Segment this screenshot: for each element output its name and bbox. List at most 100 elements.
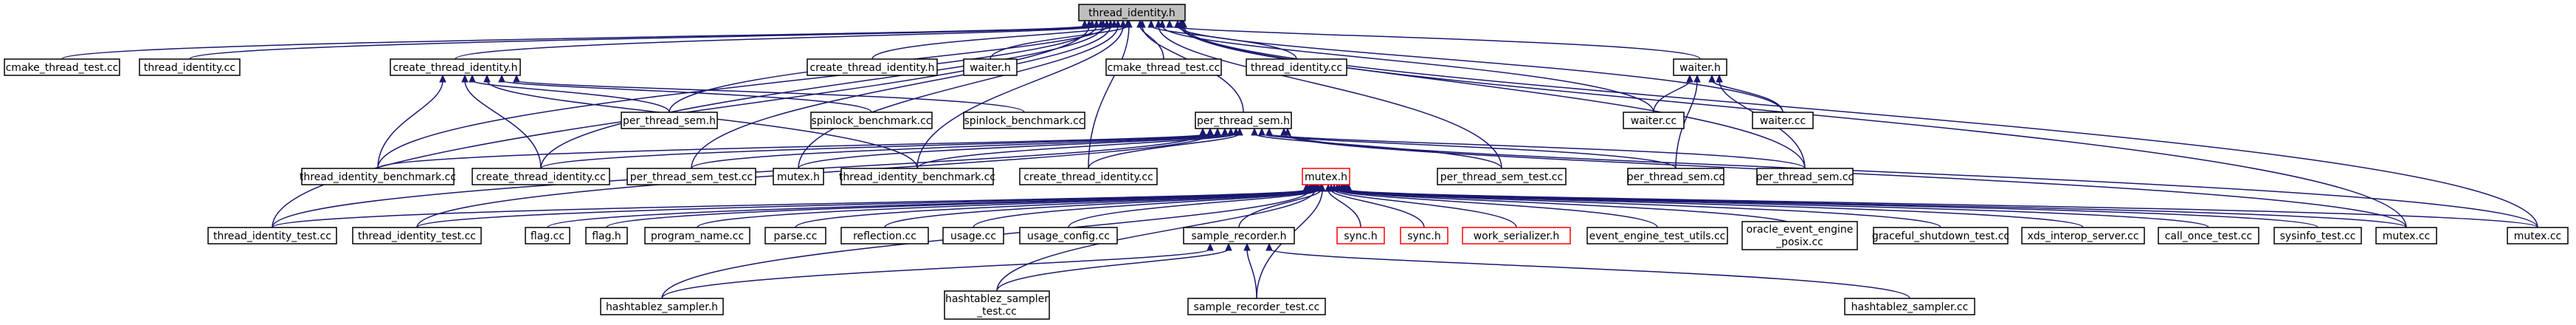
- node-hashtablez-sampler-cc[interactable]: hashtablez_sampler.cc: [1844, 298, 1975, 315]
- node-cmake-thread-test-cc-1[interactable]: cmake_thread_test.cc: [4, 58, 120, 76]
- svg-text:cmake_thread_test.cc: cmake_thread_test.cc: [6, 62, 119, 74]
- svg-text:flag.cc: flag.cc: [531, 230, 564, 242]
- svg-text:program_name.cc: program_name.cc: [651, 230, 744, 242]
- node-hashtablez-sampler-test-cc[interactable]: hashtablez_sampler _test.cc: [944, 290, 1050, 320]
- node-oracle-event-engine-posix-cc[interactable]: oracle_event_engine _posix.cc: [1741, 221, 1858, 250]
- svg-text:create_thread_identity.cc: create_thread_identity.cc: [476, 171, 606, 183]
- node-per-thread-sem-cc-1[interactable]: per_thread_sem.cc: [1627, 168, 1725, 185]
- dependency-edge: [661, 248, 1211, 299]
- dependency-edge: [1330, 189, 1425, 228]
- node-flag-cc[interactable]: flag.cc: [525, 227, 570, 244]
- arrowhead: [1093, 19, 1100, 28]
- node-sync-h-2[interactable]: sync.h: [1400, 227, 1448, 244]
- node-mutex-cc-2[interactable]: mutex.cc: [2507, 227, 2569, 244]
- arrowhead: [513, 74, 520, 83]
- node-create-thread-identity-h-1[interactable]: create_thread_identity.h: [390, 58, 521, 76]
- node-usage-config-cc[interactable]: usage_config.cc: [1019, 227, 1118, 244]
- dependency-edge: [1169, 25, 1701, 60]
- node-mutex-h-2[interactable]: mutex.h: [1302, 168, 1350, 185]
- dependency-edge: [1088, 133, 1240, 169]
- arrowhead: [1166, 19, 1173, 28]
- node-mutex-h-1[interactable]: mutex.h: [773, 168, 824, 185]
- arrowhead: [1225, 242, 1232, 251]
- dependency-edge: [1339, 189, 1800, 228]
- node-sync-h-1[interactable]: sync.h: [1336, 227, 1385, 244]
- node-per-thread-sem-h-2[interactable]: per_thread_sem.h: [1195, 112, 1292, 129]
- node-sysinfo-test-cc[interactable]: sysinfo_test.cc: [2273, 227, 2362, 244]
- arrowhead: [1206, 242, 1214, 251]
- svg-text:per_thread_sem.cc: per_thread_sem.cc: [1756, 171, 1854, 183]
- dependency-edge: [916, 25, 1124, 169]
- node-sample-recorder-test-cc[interactable]: sample_recorder_test.cc: [1187, 298, 1326, 315]
- dependency-edge: [884, 189, 1316, 228]
- arrowhead: [1284, 127, 1291, 136]
- node-parse-cc[interactable]: parse.cc: [764, 227, 826, 244]
- node-per-thread-sem-test-cc-1[interactable]: per_thread_sem_test.cc: [626, 168, 756, 185]
- node-thread-identity-benchmark-cc-1[interactable]: thread_identity_benchmark.cc: [300, 168, 456, 185]
- dependency-edge: [1139, 25, 1164, 60]
- node-graceful-shutdown-test-cc[interactable]: graceful_shutdown_test.cc: [1872, 227, 2009, 244]
- node-call-once-test-cc[interactable]: call_once_test.cc: [2158, 227, 2259, 244]
- node-reflection-cc[interactable]: reflection.cc: [840, 227, 929, 244]
- node-work-serializer-h[interactable]: work_serializer.h: [1462, 227, 1571, 244]
- node-flag-h[interactable]: flag.h: [585, 227, 628, 244]
- dependency-edge: [1711, 80, 1783, 113]
- arrowhead: [1686, 74, 1693, 83]
- arrowhead: [1319, 183, 1326, 192]
- node-thread-identity-h[interactable]: thread_identity.h: [1078, 4, 1186, 21]
- arrowhead: [1155, 19, 1162, 28]
- dependency-edge: [1347, 189, 2407, 228]
- node-waiter-h-2[interactable]: waiter.h: [1673, 58, 1727, 76]
- node-thread-identity-cc-2[interactable]: thread_identity.cc: [1246, 58, 1347, 76]
- node-usage-cc[interactable]: usage.cc: [942, 227, 1004, 244]
- arrowhead: [1345, 183, 1353, 192]
- dependency-edge: [61, 25, 1085, 60]
- dependency-edge: [1161, 25, 1654, 113]
- svg-text:per_thread_sem.h: per_thread_sem.h: [1197, 115, 1290, 127]
- node-hashtablez-sampler-h[interactable]: hashtablez_sampler.h: [600, 298, 724, 315]
- dependency-edge: [1348, 189, 2538, 228]
- dependency-edge: [1336, 189, 1658, 228]
- arrowhead: [1114, 19, 1122, 28]
- svg-text:sample_recorder.h: sample_recorder.h: [1191, 230, 1286, 242]
- node-per-thread-sem-cc-2[interactable]: per_thread_sem.cc: [1756, 168, 1854, 185]
- dependency-edge: [691, 133, 1226, 169]
- node-thread-identity-test-cc-2[interactable]: thread_identity_test.cc: [352, 227, 482, 244]
- node-per-thread-sem-test-cc-2[interactable]: per_thread_sem_test.cc: [1437, 168, 1567, 185]
- node-event-engine-test-utils-cc[interactable]: event_engine_test_utils.cc: [1586, 227, 1728, 244]
- svg-text:per_thread_sem.cc: per_thread_sem.cc: [1627, 171, 1725, 183]
- node-spinlock-benchmark-cc-2[interactable]: spinlock_benchmark.cc: [963, 112, 1085, 129]
- svg-text:sync.h: sync.h: [1344, 230, 1377, 242]
- node-thread-identity-benchmark-cc-2[interactable]: thread_identity_benchmark.cc: [839, 168, 995, 185]
- svg-text:mutex.cc: mutex.cc: [2383, 230, 2431, 242]
- svg-text:thread_identity_benchmark.cc: thread_identity_benchmark.cc: [300, 171, 456, 183]
- dependency-edge: [1177, 25, 1783, 113]
- dependency-edge: [1327, 189, 1361, 228]
- node-thread-identity-cc-1[interactable]: thread_identity.cc: [139, 58, 241, 76]
- arrowhead: [483, 74, 491, 83]
- svg-text:cmake_thread_test.cc: cmake_thread_test.cc: [1108, 62, 1220, 74]
- node-thread-identity-test-cc-1[interactable]: thread_identity_test.cc: [207, 227, 337, 244]
- dependency-edge: [973, 189, 1318, 228]
- arrowhead: [469, 74, 476, 83]
- svg-text:hashtablez_sampler.h: hashtablez_sampler.h: [606, 301, 718, 313]
- node-program-name-cc[interactable]: program_name.cc: [644, 227, 750, 244]
- node-waiter-cc-1[interactable]: waiter.cc: [1623, 112, 1685, 129]
- arrowhead: [1206, 127, 1214, 136]
- node-create-thread-identity-cc-1[interactable]: create_thread_identity.cc: [472, 168, 610, 185]
- node-cmake-thread-test-cc-2[interactable]: cmake_thread_test.cc: [1105, 58, 1222, 76]
- dependency-edge: [472, 80, 670, 113]
- svg-text:thread_identity_test.cc: thread_identity_test.cc: [358, 230, 476, 242]
- arrowhead: [1221, 127, 1229, 136]
- node-xds-interop-server-cc[interactable]: xds_interop_server.cc: [2021, 227, 2145, 244]
- node-waiter-cc-2[interactable]: waiter.cc: [1752, 112, 1814, 129]
- dependency-edge: [1254, 133, 1502, 169]
- node-per-thread-sem-h-1[interactable]: per_thread_sem.h: [621, 112, 718, 129]
- node-spinlock-benchmark-cc-1[interactable]: spinlock_benchmark.cc: [810, 112, 933, 129]
- node-waiter-h-1[interactable]: waiter.h: [963, 58, 1018, 76]
- node-sample-recorder-h[interactable]: sample_recorder.h: [1183, 227, 1295, 244]
- node-create-thread-identity-cc-2[interactable]: create_thread_identity.cc: [1019, 168, 1158, 185]
- node-mutex-cc-1[interactable]: mutex.cc: [2375, 227, 2437, 244]
- node-create-thread-identity-h-2[interactable]: create_thread_identity.h: [807, 58, 938, 76]
